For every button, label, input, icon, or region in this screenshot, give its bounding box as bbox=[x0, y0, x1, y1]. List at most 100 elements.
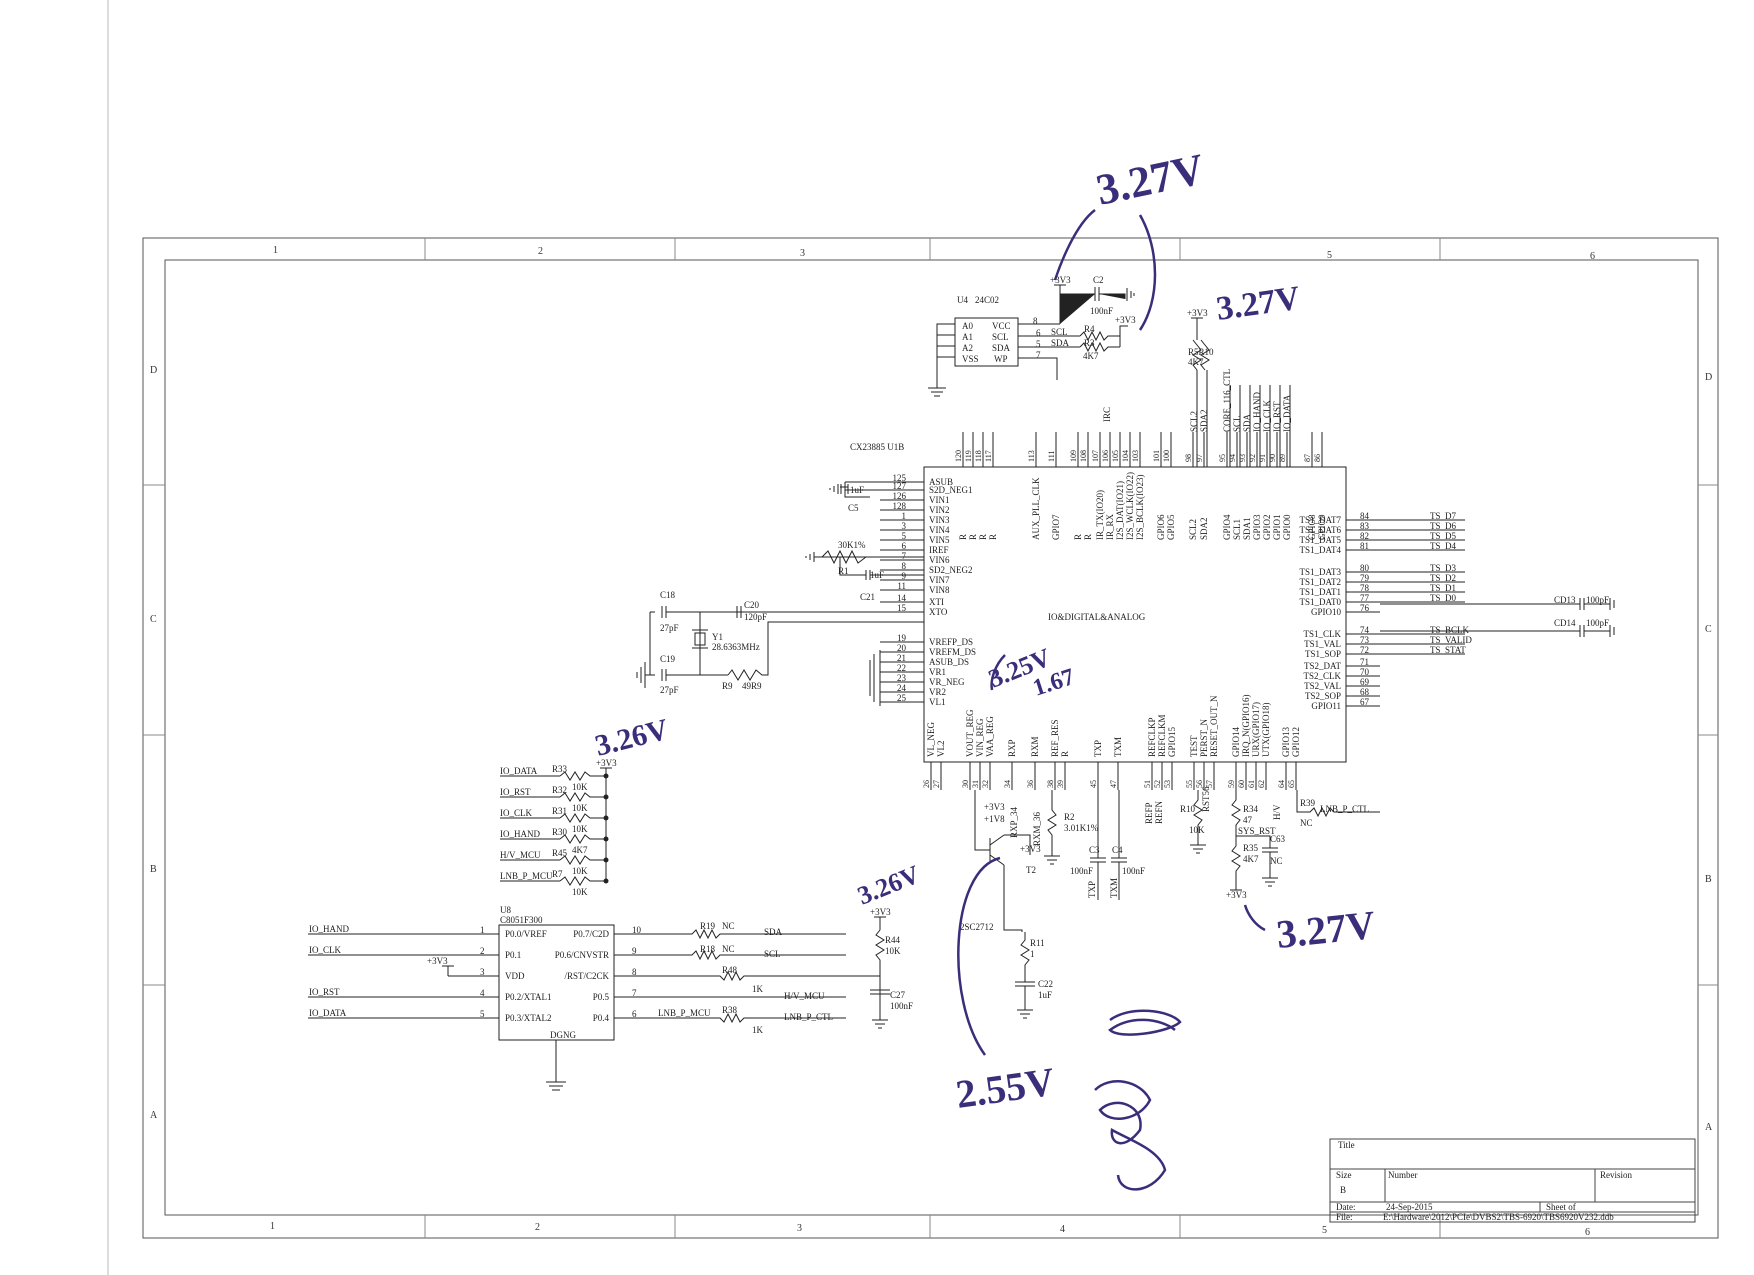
main-ic-left-pin-name: IREF bbox=[929, 545, 949, 555]
title-label: Title bbox=[1338, 1140, 1355, 1150]
main-ic-bottom-pin-name: VL_NEG bbox=[926, 722, 936, 757]
row-label-right-d: D bbox=[1705, 372, 1712, 383]
main-ic-bottom-pin-num: 62 bbox=[1257, 780, 1266, 788]
col-label-top-1: 1 bbox=[273, 245, 278, 256]
main-ic-left-pin-name: VR2 bbox=[929, 687, 946, 697]
eeprom-pinnum-6: 6 bbox=[1036, 328, 1041, 338]
bottom-pwr-31: +3V3 bbox=[984, 802, 1005, 812]
mcu-gnd-label: DGNG bbox=[550, 1030, 576, 1040]
main-ic-bottom-pin-num: 32 bbox=[981, 780, 990, 788]
main-ic-bottom-pin-name: UTX(GPIO18) bbox=[1261, 703, 1271, 758]
row-label-right-b: B bbox=[1705, 874, 1712, 885]
eeprom-pinnum-5: 5 bbox=[1036, 339, 1041, 349]
pullup-bank-val: 10K bbox=[572, 824, 588, 834]
row-label-left-a: A bbox=[150, 1110, 158, 1121]
pullup-bank-junction bbox=[603, 815, 609, 821]
r10-ref: R10 bbox=[1180, 804, 1196, 814]
txp-label: TXP bbox=[1087, 881, 1097, 898]
mcu-right-pin-num: 7 bbox=[632, 988, 637, 998]
main-ic-left-pin-name: VIN5 bbox=[929, 535, 950, 545]
t2-ref: T2 bbox=[1026, 865, 1036, 875]
c63-val: NC bbox=[1270, 856, 1283, 866]
eeprom-pin-sda: SDA bbox=[992, 343, 1011, 353]
main-ic-top-pin-num: 109 bbox=[1069, 450, 1078, 462]
eeprom-pin-vcc: VCC bbox=[992, 321, 1011, 331]
main-ic-top-pin-name: GPIO2 bbox=[1262, 514, 1272, 540]
pullup-bank-net: IO_RST bbox=[500, 787, 531, 797]
mcu-right-pin-name: P0.6/CNVSTR bbox=[555, 950, 609, 960]
col-label-top-6: 6 bbox=[1590, 251, 1595, 262]
t2-pwr: +3V3 bbox=[1020, 844, 1041, 854]
c21-ref: C21 bbox=[860, 592, 875, 602]
main-ic-bottom-pin-name: REFCLKM bbox=[1157, 714, 1167, 757]
pullup-bank-resistor bbox=[559, 834, 606, 844]
r11-ref: R11 bbox=[1030, 938, 1045, 948]
main-ic-top-pin-name: I2S_WCLK(IO22) bbox=[1125, 472, 1135, 540]
mcu-right-pin-num: 9 bbox=[632, 946, 637, 956]
r38-ref: R38 bbox=[722, 1005, 738, 1015]
refp-label: REFP bbox=[1144, 802, 1154, 824]
main-ic-right-pin-num: 71 bbox=[1360, 657, 1369, 667]
main-ic-top-pin-name: GPIO9 bbox=[1317, 514, 1327, 540]
main-ic-right-pin-num: 73 bbox=[1360, 635, 1370, 645]
bottom-rxp: RXP_34 bbox=[1009, 806, 1019, 838]
eeprom-pin-a1: A1 bbox=[962, 332, 973, 342]
mcu-net-hv: H/V_MCU bbox=[784, 991, 825, 1001]
r1-ref: R1 bbox=[838, 566, 849, 576]
pullup-bank-pwr: +3V3 bbox=[596, 758, 617, 768]
main-ic-top-pin-num: 91 bbox=[1258, 454, 1267, 462]
r38-val: 1K bbox=[752, 1025, 764, 1035]
row-label-right-a: A bbox=[1705, 1122, 1713, 1133]
main-ic-top-pin-name: R bbox=[1083, 534, 1093, 540]
top-pullup-net-core: CORE_116_CTL bbox=[1222, 369, 1232, 432]
r39-val: NC bbox=[1300, 818, 1313, 828]
cd13-val: 100pF bbox=[1586, 595, 1609, 605]
row-label-left-d: D bbox=[150, 365, 157, 376]
mcu-vdd-pwr: +3V3 bbox=[427, 956, 448, 966]
c5-val: 1uF bbox=[850, 485, 864, 495]
main-ic-right-net: TS_D2 bbox=[1430, 573, 1456, 583]
main-ic-top-pin-num: 103 bbox=[1131, 450, 1140, 462]
main-ic-bottom-pin-name: VL2 bbox=[936, 741, 946, 758]
col-label-bottom-2: 2 bbox=[535, 1222, 540, 1233]
main-ic-left-pin-num: 24 bbox=[897, 683, 907, 693]
col-label-bottom-1: 1 bbox=[270, 1221, 275, 1232]
pullup-bank-net: LNB_P_MCU bbox=[500, 871, 553, 881]
main-ic-top-pin-num: 100 bbox=[1162, 450, 1171, 462]
cd-caps: CD13 100pF CD14 100pF bbox=[1380, 595, 1615, 637]
main-ic-right-pin-name: TS1_DAT2 bbox=[1299, 577, 1341, 587]
main-ic-left-pin-name: XTO bbox=[929, 607, 948, 617]
main-ic-top-pin-name: IR_RX bbox=[1105, 513, 1115, 540]
main-ic-left-pin-name: ASUB_DS bbox=[929, 657, 969, 667]
main-ic-top-pin-num: 107 bbox=[1091, 450, 1100, 462]
cd14-val: 100pF bbox=[1586, 618, 1609, 628]
r35-val: 4K7 bbox=[1243, 854, 1259, 864]
revision-label: Revision bbox=[1600, 1170, 1633, 1180]
main-ic-bottom-pin-name: R bbox=[1060, 751, 1070, 757]
y1-ref: Y1 bbox=[712, 632, 723, 642]
main-ic-left-pin-num: 22 bbox=[897, 663, 906, 673]
mcu-left-pin-net: IO_HAND bbox=[309, 924, 349, 934]
r44-ref: R44 bbox=[885, 935, 901, 945]
main-ic-left-pin-num: 8 bbox=[902, 561, 907, 571]
eeprom-cap-ref: C2 bbox=[1093, 275, 1104, 285]
main-ic-right-pin-name: TS1_DAT1 bbox=[1299, 587, 1341, 597]
main-ic-top-pin-num: 93 bbox=[1238, 454, 1247, 462]
main-ic-bottom-pin-num: 31 bbox=[971, 780, 980, 788]
main-ic-right-pin-num: 81 bbox=[1360, 541, 1369, 551]
main-ic-bottom-pin-num: 27 bbox=[932, 780, 941, 788]
col-label-bottom-3: 3 bbox=[797, 1223, 802, 1234]
main-ic-bottom-pin-num: 26 bbox=[922, 780, 931, 788]
main-ic-top-pin-num: 106 bbox=[1101, 450, 1110, 462]
mcu-left-pin-name: VDD bbox=[505, 971, 525, 981]
eeprom-pin-a0: A0 bbox=[962, 321, 973, 331]
main-ic-left-pin-num: 19 bbox=[897, 633, 907, 643]
mcu-right-pin-name: P0.7/C2D bbox=[573, 929, 609, 939]
r10-val: 10K bbox=[1189, 825, 1205, 835]
main-ic-bottom-pin-num: 55 bbox=[1185, 780, 1194, 788]
main-ic-top-pin-name: I2S_BCLK(IO23) bbox=[1135, 475, 1145, 541]
hv-label: H/V bbox=[1272, 804, 1282, 820]
